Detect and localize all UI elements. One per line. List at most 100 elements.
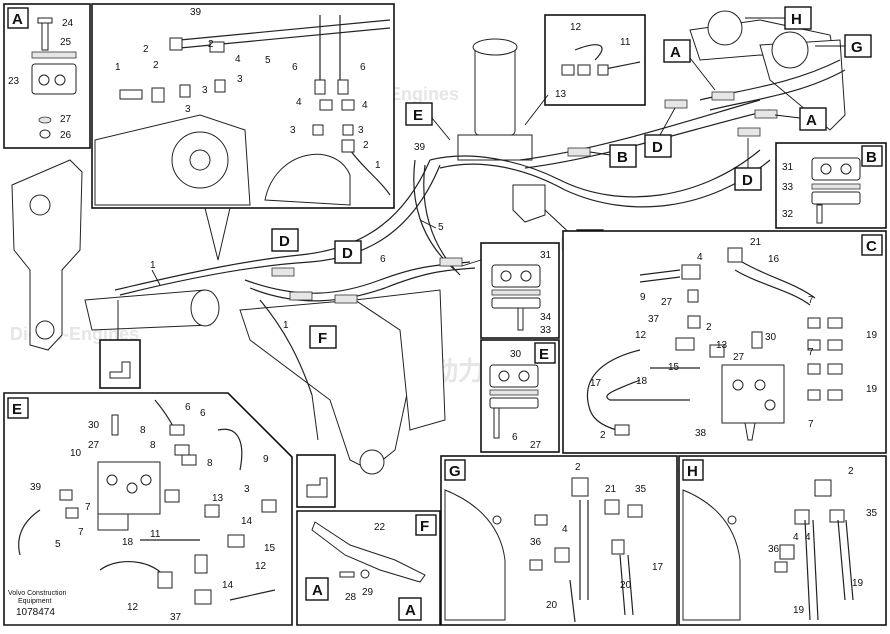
label-f28: 28 [345,592,357,603]
arm-plate [353,289,446,431]
panel-d-tag [534,342,556,364]
label-e8c: 8 [207,458,213,469]
label-e30: 30 [88,420,100,431]
clamp-4 [439,257,463,267]
fitting-6a [314,79,326,95]
valve-block-main [512,184,546,223]
elbow-fitting [109,361,131,379]
label-top-6a: 6 [292,62,298,73]
panel-e-tag [7,397,29,419]
clamp-body-23 [31,63,77,95]
callout-f[interactable] [309,325,337,349]
machine-frame [11,10,846,475]
panel-f-tag [415,514,437,536]
label-h35: 35 [866,508,878,519]
label-e7a: 7 [78,527,84,538]
svg-text:G: G [449,463,461,480]
footer-brand-line2: Equipment [18,598,52,605]
elbow-box-left [99,339,141,389]
label-c7a: 7 [808,295,814,306]
panel-a: A 24 25 23 27 26 [3,3,91,149]
washer-27 [38,116,52,124]
label-b33: 33 [782,182,794,193]
callout-a-2[interactable] [799,107,827,131]
fitting-2b [151,87,165,103]
swivel-inset: 12 11 13 [524,14,646,126]
callout-f-a1[interactable] [305,577,329,601]
label-top-5: 5 [265,55,271,66]
callout-e[interactable] [405,102,433,126]
panel-mid-clamp: 31 34 33 [461,242,560,339]
svg-text:B: B [617,149,628,166]
callout-d-3[interactable] [644,134,672,158]
panel-d: E 30 6 27 [480,339,560,453]
label-top-4b: 4 [296,97,302,108]
elbow-box-center [296,454,336,508]
fitting-13 [561,64,575,76]
plate-25 [31,51,77,59]
footer-brand-line1: Volvo Construction [8,590,66,597]
fitting-3b [214,79,226,93]
label-d25: 27 [530,440,542,451]
label-1: 1 [150,260,156,271]
panel-h: H 2 35 36 4 4 19 19 [678,455,887,626]
label-e11: 11 [150,529,161,540]
label-c27b: 27 [733,352,745,363]
callout-d-2[interactable] [334,240,362,264]
callout-d-1[interactable] [271,228,299,252]
valve-block-38 [721,364,785,424]
callout-b[interactable] [609,144,637,168]
label-g20a: 20 [620,580,632,591]
label-top-4c: 4 [362,100,368,111]
fitting-2c [341,139,355,153]
label-e14a: 14 [241,516,253,527]
label-c18: 18 [636,376,648,387]
label-g2: 2 [575,462,581,473]
label-h36: 36 [768,544,780,555]
label-c2a: 2 [706,322,712,333]
callout-f-a2[interactable] [398,597,422,621]
svg-text:H: H [687,463,698,480]
svg-text:C: C [866,238,877,255]
plate-33 [811,183,861,190]
bolt-head [37,17,53,24]
cylinder-eye-2 [771,31,809,69]
bolt-24 [41,21,49,51]
label-e18: 18 [122,537,134,548]
label-e6b: 6 [200,408,206,419]
label-h2: 2 [848,466,854,477]
bracket-22 [311,521,426,583]
label-m33: 33 [540,325,552,336]
label-top-3c: 3 [237,74,243,85]
label-c12: 12 [635,330,647,341]
label-23: 23 [8,76,20,87]
label-c4: 4 [697,252,703,263]
svg-text:D: D [742,172,753,189]
label-c13: 13 [716,340,728,351]
callout-a-1[interactable] [663,39,691,63]
label-b31: 31 [782,162,794,173]
label-top-4: 4 [235,54,241,65]
h-elbow-2 [814,479,832,497]
label-27: 27 [60,114,72,125]
cylinder-eye-1 [707,10,743,46]
label-g4: 4 [562,524,568,535]
fitting-4c [341,99,355,111]
elbow-fitting-2 [306,477,328,498]
label-top-3d: 3 [290,125,296,136]
svg-text:D: D [342,245,353,262]
panel-g: G 2 21 35 36 4 17 20 20 [440,455,678,626]
label-e27: 27 [88,440,100,451]
label-e8b: 8 [150,440,156,451]
label-c15: 15 [668,362,680,373]
label-e13: 13 [212,493,224,504]
label-26: 26 [60,130,72,141]
label-e37: 37 [170,612,182,623]
label-f29: 29 [362,587,374,598]
label-e39: 39 [30,482,42,493]
elbow-21 [727,247,743,263]
svg-text:B: B [866,149,877,166]
label-e9: 9 [263,454,269,465]
clamp-8 [737,127,761,137]
